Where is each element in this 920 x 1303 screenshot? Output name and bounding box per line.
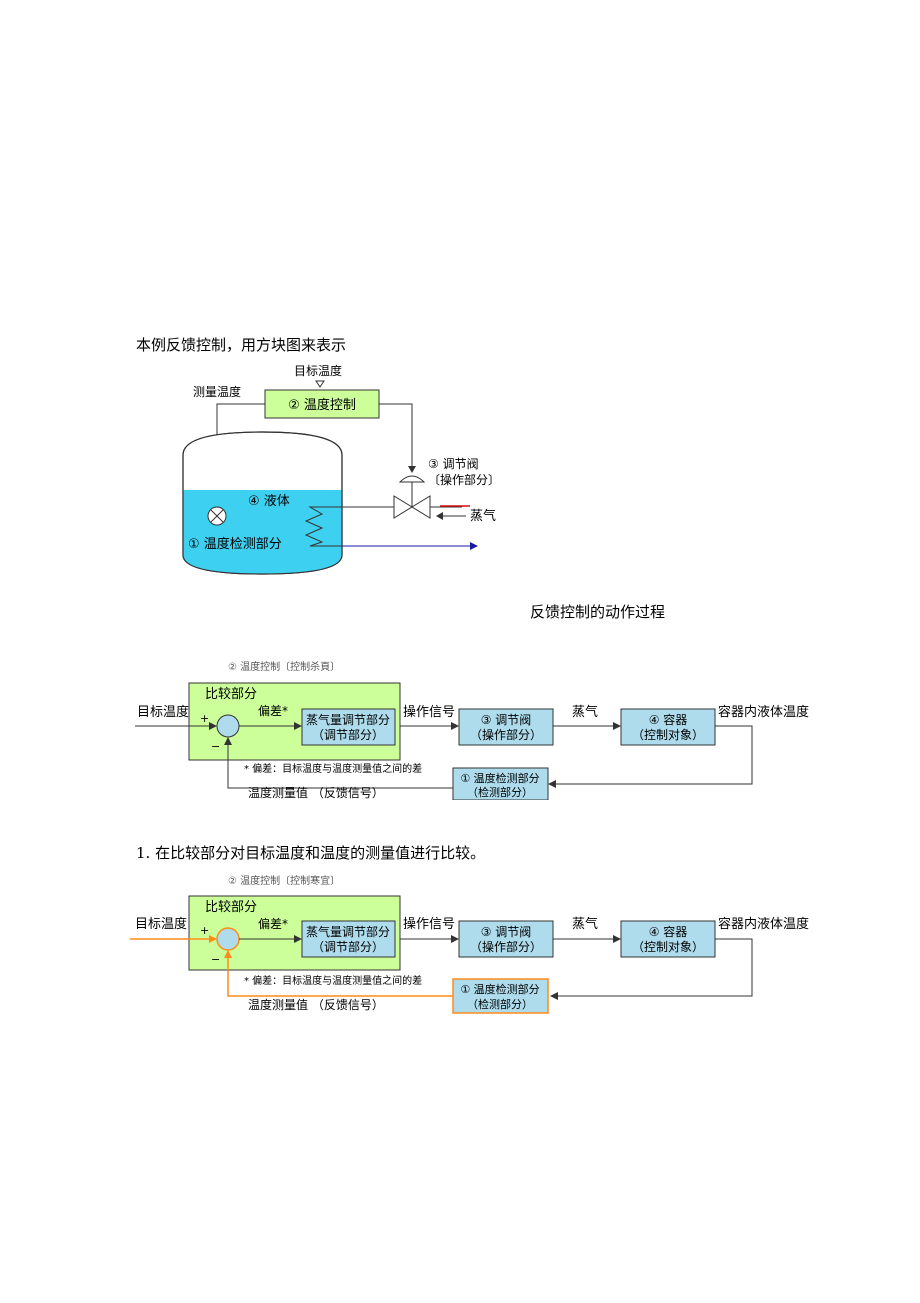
steam-label: 蒸气 — [572, 916, 598, 932]
vessel-line2: （控制对象） — [632, 728, 704, 742]
measured-temp-label: 测量温度 — [193, 384, 241, 399]
heating-coil — [304, 506, 342, 547]
arrow-left-icon — [548, 780, 556, 788]
arrow-up-icon — [224, 950, 232, 958]
regulator-box — [301, 708, 396, 746]
vessel-line2: （控制对象） — [632, 940, 704, 954]
target-label: 目标温度 — [137, 704, 189, 720]
valve-line1: ③ 调节阀 — [481, 713, 532, 727]
compare-label: 比较部分 — [205, 687, 257, 702]
plus-sign: + — [200, 712, 209, 725]
steam-label: 蒸气 — [572, 704, 598, 720]
arrow-up-icon — [224, 737, 232, 745]
valve-label-line2: 〔操作部分〕 — [428, 472, 500, 487]
controller-label: ② 温度控制 — [288, 397, 356, 413]
output-label: 容器内液体温度 — [718, 704, 809, 720]
vessel-box — [620, 708, 716, 746]
feedback-line-highlight — [227, 956, 453, 997]
detector-line2: （检测部分） — [467, 997, 533, 1011]
vessel-line1: ④ 容器 — [649, 712, 688, 727]
block-diagram-1-svg: ② 温度控制〔控制杀頁〕 比较部分 目标温度 + − 偏差* 蒸气量调节部分 （… — [135, 660, 809, 800]
block-diagram-2-svg: ② 温度控制〔控制寒宜〕 比较部分 目标温度 + − 偏差* 蒸气量调节部分 （… — [130, 874, 809, 1014]
detector-box — [452, 978, 549, 1014]
output-return-line — [556, 938, 753, 997]
caption: ② 温度控制〔控制寒宜〕 — [228, 874, 340, 887]
arrow-left-icon — [436, 512, 443, 520]
footnote: * 偏差：目标温度与温度测量值之间的差 — [244, 974, 422, 987]
sensor-label: ① 温度检测部分 — [188, 536, 282, 552]
compare-label: 比较部分 — [205, 900, 257, 915]
liquid-label: ④ 液体 — [248, 494, 290, 509]
tank-border — [182, 431, 343, 575]
regulator-line1: 蒸气量调节部分 — [306, 712, 390, 727]
plus-sign: + — [200, 924, 209, 937]
detector-line2: （检测部分） — [467, 785, 533, 799]
arrow-down-icon — [408, 466, 416, 473]
deviation-label: 偏差* — [258, 703, 288, 718]
output-label: 容器内液体温度 — [718, 916, 809, 932]
arrow-right-icon — [209, 722, 217, 730]
summing-junction — [216, 927, 240, 951]
arrow-right-icon — [451, 935, 459, 943]
valve-line2: （操作部分） — [470, 727, 542, 742]
summing-junction — [216, 714, 240, 738]
tank-diagram: 目标温度 测量温度 ② 温度控制 ④ 液体 ① 温度检测部分 ③ 调节阀 〔操作… — [0, 355, 920, 595]
controller-box — [264, 389, 380, 419]
arrow-right-icon — [294, 722, 302, 730]
regulator-box — [301, 920, 396, 958]
caption: ② 温度控制〔控制杀頁〕 — [228, 660, 340, 673]
signal-label: 操作信号 — [403, 704, 455, 720]
valve-line2: （操作部分） — [470, 939, 542, 954]
regulator-line2: （调节部分） — [312, 939, 384, 954]
detector-line1: ① 温度检测部分 — [460, 982, 539, 996]
feedback-line — [227, 743, 453, 789]
vessel-box — [620, 920, 716, 958]
block-diagram-2: ② 温度控制〔控制寒宜〕 比较部分 目标温度 + − 偏差* 蒸气量调节部分 （… — [0, 868, 920, 1018]
detector-box — [452, 767, 549, 800]
valve-actuator-icon — [398, 475, 426, 483]
steam-label: 蒸气 — [470, 508, 496, 524]
feedback-label: 温度测量值 （反馈信号） — [248, 997, 384, 1012]
setpoint-triangle-icon — [315, 380, 325, 388]
target-temp-label: 目标温度 — [294, 363, 342, 378]
arrow-right-icon — [613, 935, 621, 943]
process-title: 反馈控制的动作过程 — [530, 603, 666, 621]
valve-body-right — [411, 495, 431, 519]
step1-text: 1. 在比较部分对目标温度和温度的测量值进行比较。 — [136, 844, 486, 862]
block-diagram-1: ② 温度控制〔控制杀頁〕 比较部分 目标温度 + − 偏差* 蒸气量调节部分 （… — [0, 655, 920, 800]
output-return-line — [554, 725, 753, 785]
valve-body-left — [393, 495, 413, 519]
valve-line1: ③ 调节阀 — [481, 925, 532, 939]
minus-sign: − — [211, 740, 220, 753]
regulator-line1: 蒸气量调节部分 — [306, 924, 390, 939]
arrow-right-icon — [451, 722, 459, 730]
footnote: * 偏差：目标温度与温度测量值之间的差 — [244, 762, 422, 775]
valve-box — [458, 708, 554, 746]
signal-label: 操作信号 — [403, 916, 455, 932]
valve-label-line1: ③ 调节阀 — [428, 457, 479, 471]
feedback-label: 温度测量值 （反馈信号） — [248, 785, 384, 800]
deviation-label: 偏差* — [258, 916, 288, 931]
target-label: 目标温度 — [135, 916, 187, 932]
regulator-line2: （调节部分） — [312, 727, 384, 742]
vessel-line1: ④ 容器 — [649, 924, 688, 939]
detector-line1: ① 温度检测部分 — [460, 771, 539, 785]
intro-text: 本例反馈控制，用方块图来表示 — [136, 336, 347, 354]
arrow-right-icon — [294, 935, 302, 943]
arrow-right-icon — [209, 935, 217, 943]
arrow-left-icon — [550, 992, 558, 1000]
tank-diagram-svg: 目标温度 测量温度 ② 温度控制 ④ 液体 ① 温度检测部分 ③ 调节阀 〔操作… — [182, 363, 500, 575]
controller-to-valve-line — [379, 403, 413, 468]
arrow-right-icon — [613, 722, 621, 730]
minus-sign: − — [211, 953, 220, 966]
arrow-right-icon — [470, 542, 478, 550]
